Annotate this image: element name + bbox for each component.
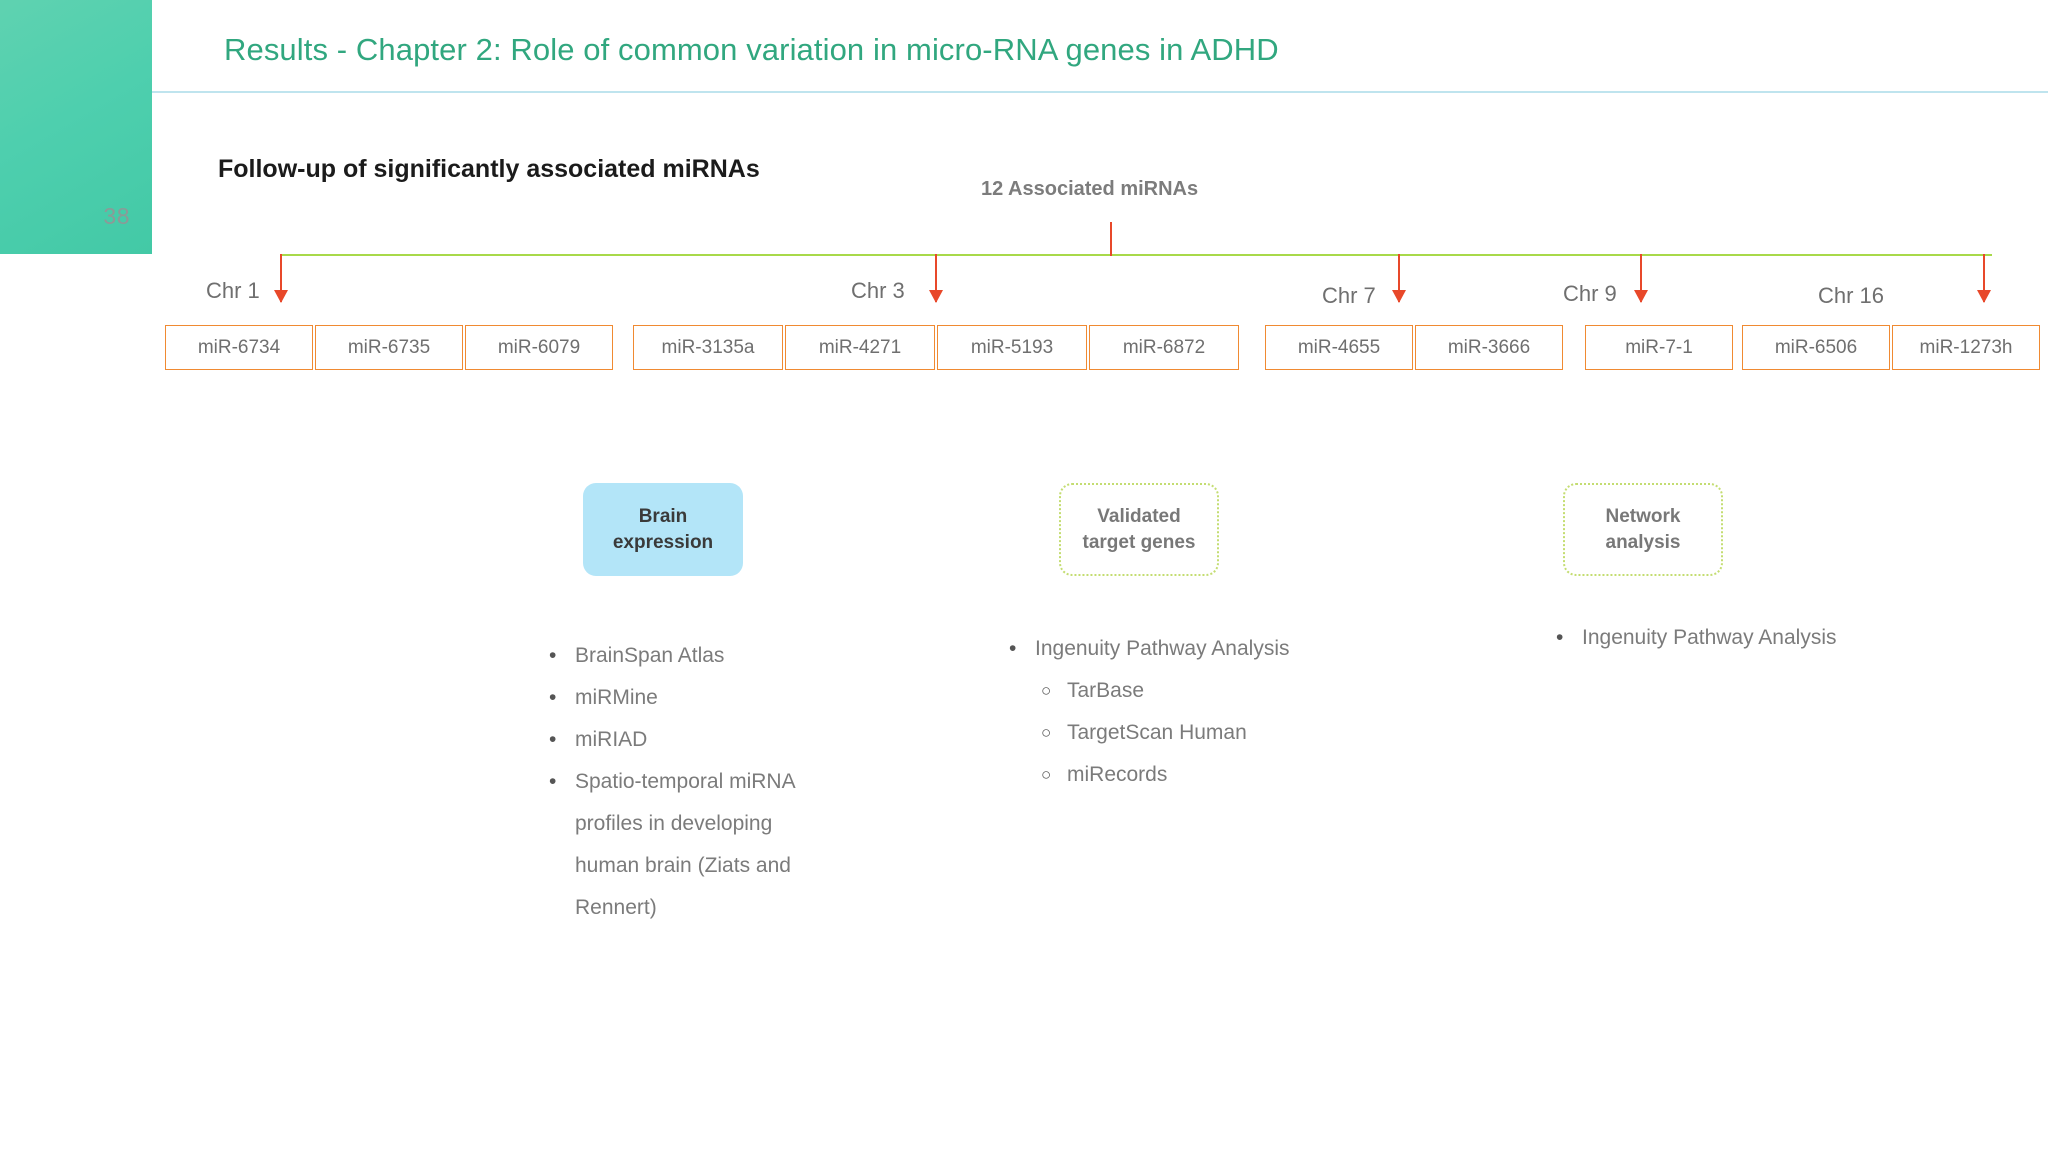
pill-title-line1: Validated bbox=[1097, 506, 1181, 528]
arrow-head-icon bbox=[1392, 290, 1406, 303]
list-item-label: Spatio-temporal miRNA profiles in develo… bbox=[575, 770, 796, 919]
mirna-box[interactable]: miR-6506 bbox=[1742, 325, 1890, 370]
chr-arrow-7 bbox=[1392, 254, 1406, 303]
chr-arrow-3 bbox=[929, 254, 943, 303]
list-item-label: BrainSpan Atlas bbox=[575, 644, 725, 667]
mirna-box[interactable]: miR-5193 bbox=[937, 325, 1087, 370]
list-item-label: Ingenuity Pathway Analysis bbox=[1035, 637, 1290, 660]
list-item: • Ingenuity Pathway Analysis bbox=[1005, 628, 1385, 670]
list-item: ○ miRecords bbox=[1005, 754, 1385, 796]
chr-label-1: Chr 1 bbox=[206, 278, 260, 303]
list-item: • Ingenuity Pathway Analysis bbox=[1552, 617, 1932, 659]
bullet-circle-icon: ○ bbox=[1041, 723, 1052, 742]
chr-arrow-16 bbox=[1977, 254, 1991, 303]
mirna-box[interactable]: miR-4271 bbox=[785, 325, 935, 370]
caption-stem-line bbox=[1110, 222, 1112, 256]
list-item-label: miRecords bbox=[1067, 763, 1168, 786]
page-number: 38 bbox=[103, 203, 130, 229]
mirna-box[interactable]: miR-4655 bbox=[1265, 325, 1413, 370]
bullet-dot-icon: • bbox=[1009, 637, 1017, 660]
mirna-box[interactable]: miR-3135a bbox=[633, 325, 783, 370]
mirna-group-chr16: miR-6506 miR-1273h bbox=[1742, 325, 2040, 370]
page-title: Results - Chapter 2: Role of common vari… bbox=[224, 32, 1279, 67]
bullet-list-brain-expression: • BrainSpan Atlas • miRMine • miRIAD • Spati… bbox=[545, 635, 875, 929]
analysis-pill-network-analysis[interactable]: Network analysis bbox=[1563, 483, 1723, 576]
list-item: • miRIAD bbox=[545, 719, 875, 761]
arrow-head-icon bbox=[274, 290, 288, 303]
connector-horizontal-line bbox=[280, 254, 1992, 256]
mirna-box[interactable]: miR-6735 bbox=[315, 325, 463, 370]
mirna-group-chr7: miR-4655 miR-3666 bbox=[1265, 325, 1563, 370]
mirna-group-chr9: miR-7-1 bbox=[1585, 325, 1733, 370]
list-item-label: Ingenuity Pathway Analysis bbox=[1582, 626, 1837, 649]
associated-mirnas-caption: 12 Associated miRNAs bbox=[981, 178, 1199, 200]
chr-label-9: Chr 9 bbox=[1563, 281, 1617, 306]
pill-title-line2: analysis bbox=[1605, 531, 1681, 553]
list-item: ○ TargetScan Human bbox=[1005, 712, 1385, 754]
mirna-box[interactable]: miR-3666 bbox=[1415, 325, 1563, 370]
list-item: • miRMine bbox=[545, 677, 875, 719]
chr-arrow-9 bbox=[1634, 254, 1648, 303]
bullet-dot-icon: • bbox=[549, 686, 557, 709]
slide-accent-block: 38 bbox=[0, 0, 152, 254]
list-item: • Spatio-temporal miRNA profiles in devel… bbox=[545, 761, 875, 929]
bullet-list-validated-target-genes: • Ingenuity Pathway Analysis ○ TarBase ○ Ta… bbox=[1005, 628, 1385, 796]
pill-title-line2: target genes bbox=[1082, 531, 1196, 553]
bullet-list-network-analysis: • Ingenuity Pathway Analysis bbox=[1552, 617, 1932, 659]
chr-label-3: Chr 3 bbox=[851, 278, 905, 303]
mirna-box[interactable]: miR-6079 bbox=[465, 325, 613, 370]
list-item: • BrainSpan Atlas bbox=[545, 635, 875, 677]
bullet-circle-icon: ○ bbox=[1041, 765, 1052, 784]
list-item-label: TargetScan Human bbox=[1067, 721, 1247, 744]
list-item-label: miRIAD bbox=[575, 728, 648, 751]
arrow-head-icon bbox=[1634, 290, 1648, 303]
arrow-head-icon bbox=[1977, 290, 1991, 303]
mirna-box[interactable]: miR-7-1 bbox=[1585, 325, 1733, 370]
bullet-dot-icon: • bbox=[1556, 626, 1564, 649]
list-item: ○ TarBase bbox=[1005, 670, 1385, 712]
list-item-label: miRMine bbox=[575, 686, 658, 709]
mirna-box[interactable]: miR-6734 bbox=[165, 325, 313, 370]
bullet-dot-icon: • bbox=[549, 770, 557, 793]
section-heading: Follow-up of significantly associated mi… bbox=[218, 155, 760, 183]
slide-title-bar: Results - Chapter 2: Role of common vari… bbox=[152, 0, 2048, 93]
chr-arrow-1 bbox=[274, 254, 288, 303]
bullet-dot-icon: • bbox=[549, 728, 557, 751]
pill-title-line1: Network bbox=[1605, 506, 1681, 528]
mirna-box[interactable]: miR-6872 bbox=[1089, 325, 1239, 370]
list-item-label: TarBase bbox=[1067, 679, 1145, 702]
title-divider bbox=[152, 91, 2048, 93]
bullet-dot-icon: • bbox=[549, 644, 557, 667]
arrow-head-icon bbox=[929, 290, 943, 303]
chromosome-connector-diagram bbox=[0, 0, 2048, 400]
mirna-box[interactable]: miR-1273h bbox=[1892, 325, 2040, 370]
pill-title-line1: Brain bbox=[638, 506, 688, 528]
analysis-pill-validated-target-genes[interactable]: Validated target genes bbox=[1059, 483, 1219, 576]
mirna-group-chr1: miR-6734 miR-6735 miR-6079 bbox=[165, 325, 613, 370]
mirna-group-chr3: miR-3135a miR-4271 miR-5193 miR-6872 bbox=[633, 325, 1239, 370]
chr-label-7: Chr 7 bbox=[1322, 283, 1376, 308]
pill-title-line2: expression bbox=[612, 531, 714, 553]
chr-label-16: Chr 16 bbox=[1818, 283, 1885, 308]
bullet-circle-icon: ○ bbox=[1041, 681, 1052, 700]
analysis-pill-brain-expression[interactable]: Brain expression bbox=[583, 483, 743, 576]
